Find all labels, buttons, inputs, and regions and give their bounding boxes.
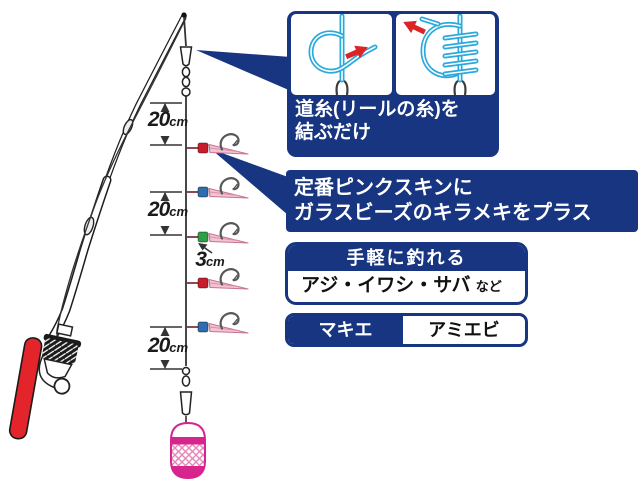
knot-callout-box: 道糸(リールの糸)を 結ぶだけ — [287, 11, 499, 157]
measure-label-2: 20cm — [147, 198, 189, 221]
measure-label-1: 20cm — [147, 108, 189, 131]
snap-clip — [179, 391, 193, 416]
fish-species-suffix: など — [475, 279, 502, 294]
bead — [197, 186, 209, 198]
knot-caption: 道糸(リールの糸)を 結ぶだけ — [295, 98, 460, 144]
measure-arrow-1 — [150, 102, 182, 146]
measure-label-3: 3cm — [195, 248, 225, 271]
feature-callout-box: 定番ピンクスキンに ガラスビーズのキラメキをプラス — [286, 170, 638, 232]
rod-grip — [8, 337, 43, 440]
bait-box: マキエ アミエビ — [285, 313, 528, 347]
sabiki-hook-2 — [185, 177, 250, 200]
fish-box-header: 手軽に釣れる — [288, 245, 525, 271]
measure-arrow-4 — [150, 326, 182, 370]
rod-tip-guide-icon — [181, 12, 187, 18]
rod-joint-icon — [122, 118, 134, 136]
bead — [197, 231, 209, 243]
top-swivel — [179, 46, 193, 97]
feature-line2: ガラスビーズのキラメキをプラス — [294, 202, 592, 224]
leader-line — [183, 16, 187, 47]
sabiki-hook-5 — [185, 312, 250, 335]
bait-label: マキエ — [288, 316, 403, 344]
fishing-rod — [8, 12, 187, 440]
measure-arrow-2 — [150, 191, 182, 236]
bottom-swivel — [179, 366, 193, 424]
bead — [197, 321, 209, 333]
fishing-line — [56, 17, 187, 342]
target-fish-box: 手軽に釣れる アジ・イワシ・サバ など — [285, 242, 528, 305]
measure-arrow-3cm — [198, 243, 213, 254]
feature-line1: 定番ピンクスキンに — [294, 177, 473, 199]
bait-value: アミエビ — [428, 320, 500, 340]
cage-mesh — [171, 444, 205, 466]
knot-step-2-panel — [396, 13, 495, 96]
knot-step-2-icon — [400, 13, 479, 96]
knot-step-1-panel — [291, 13, 392, 96]
bait-cage — [170, 421, 206, 480]
knot-step-1-icon — [308, 13, 378, 96]
sabiki-hook-4 — [185, 268, 250, 291]
callout-wedge-knot — [196, 50, 291, 91]
spinning-reel — [38, 323, 82, 395]
sabiki-hook-3 — [185, 222, 250, 245]
knot-caption-line2: 結ぶだけ — [295, 122, 372, 143]
bead — [197, 277, 209, 289]
knot-caption-line1: 道糸(リールの糸)を — [295, 99, 460, 120]
bead — [197, 142, 209, 154]
sabiki-hook-1 — [185, 133, 250, 156]
rod-joint-icon — [83, 216, 95, 236]
fish-species: アジ・イワシ・サバ など — [301, 275, 502, 296]
measure-label-4: 20cm — [147, 334, 189, 357]
callout-wedge-feature — [211, 149, 288, 215]
